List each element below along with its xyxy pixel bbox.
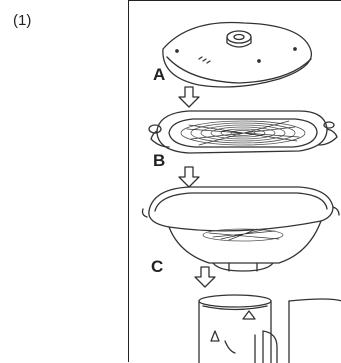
steaming-tray-part xyxy=(149,111,337,153)
illustration-panel: A B C xyxy=(128,0,341,362)
arrow-down-icon xyxy=(195,267,215,287)
blender-jar-part xyxy=(199,295,341,363)
steaming-bowl-part xyxy=(143,187,340,271)
arrow-down-icon xyxy=(179,87,199,107)
label-steaming-tray: B xyxy=(153,151,165,171)
steamer-assembly-drawing xyxy=(129,1,341,363)
label-steaming-bowl: C xyxy=(151,257,163,277)
step-number: (1) xyxy=(13,12,31,29)
lid-part xyxy=(163,23,312,87)
arrow-down-icon xyxy=(179,167,199,187)
label-lid: A xyxy=(153,65,165,85)
